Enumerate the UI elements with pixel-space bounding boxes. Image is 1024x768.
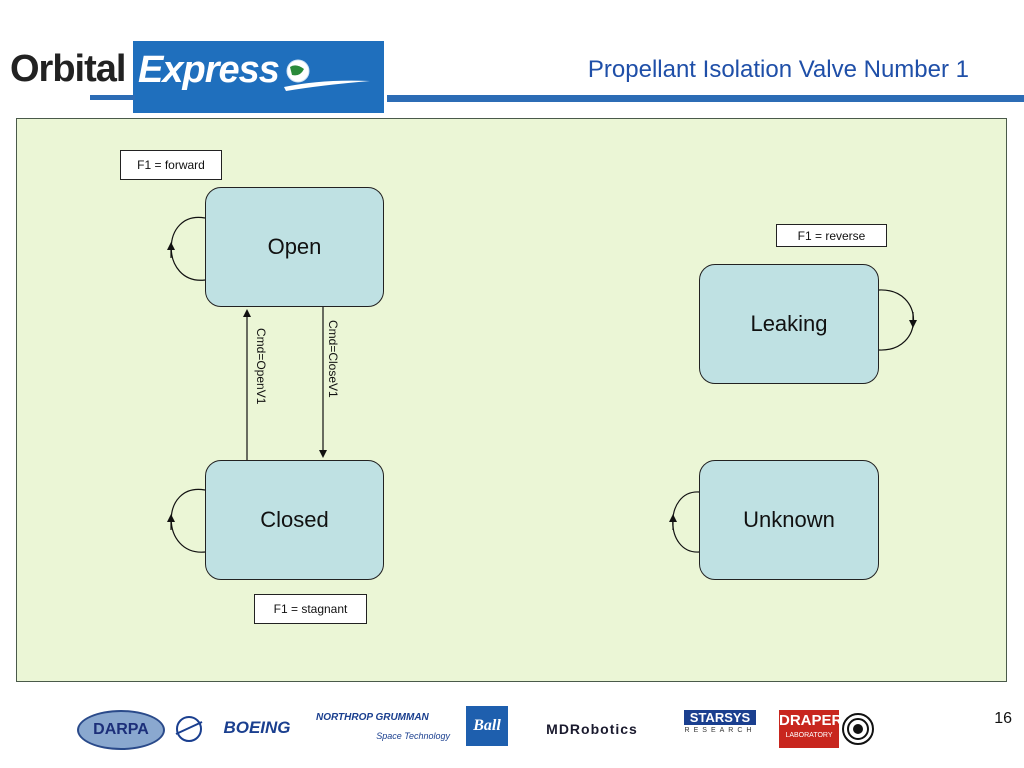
state-closed: Closed bbox=[205, 460, 384, 580]
logo-draper: DRAPER LABORATORY bbox=[779, 710, 843, 748]
logo-darpa: DARPA bbox=[77, 710, 165, 750]
logo-boeing: BOEING bbox=[223, 718, 291, 737]
logo-mdrobotics: MDRobotics bbox=[546, 721, 638, 737]
northrop-subtitle: Space Technology bbox=[376, 731, 450, 741]
logo-orbital-text: Orbital bbox=[10, 48, 126, 90]
logo-ball: Ball bbox=[466, 706, 508, 746]
state-leaking: Leaking bbox=[699, 264, 879, 384]
northrop-name: NORTHROP GRUMMAN bbox=[316, 712, 429, 723]
page-title: Propellant Isolation Valve Number 1 bbox=[587, 56, 969, 83]
draper-subtitle: LABORATORY bbox=[785, 732, 833, 739]
logo-express-background bbox=[133, 41, 384, 113]
logo-globe-swoosh-icon bbox=[284, 59, 370, 91]
header-rule-left bbox=[90, 95, 135, 100]
draper-name: DRAPER bbox=[779, 712, 843, 729]
note-forward: F1 = forward bbox=[120, 150, 222, 180]
logo-starsys: STARSYS RESEARCH bbox=[676, 710, 764, 746]
draper-target-icon bbox=[842, 713, 874, 745]
boeing-symbol-icon bbox=[175, 716, 203, 742]
logo-northrop-grumman: NORTHROP GRUMMAN Space Technology bbox=[316, 712, 456, 748]
label-cmd-closev1: Cmd=CloseV1 bbox=[326, 320, 340, 398]
state-unknown: Unknown bbox=[699, 460, 879, 580]
state-open: Open bbox=[205, 187, 384, 307]
header-rule bbox=[387, 95, 1024, 102]
starsys-subtitle: RESEARCH bbox=[684, 727, 756, 734]
label-cmd-openv1: Cmd=OpenV1 bbox=[254, 328, 268, 405]
note-stagnant: F1 = stagnant bbox=[254, 594, 367, 624]
diagram-panel bbox=[16, 118, 1007, 682]
note-reverse: F1 = reverse bbox=[776, 224, 887, 247]
page-number: 16 bbox=[994, 710, 1012, 727]
starsys-name: STARSYS bbox=[684, 710, 756, 725]
logo-express-text: Express bbox=[138, 49, 280, 91]
